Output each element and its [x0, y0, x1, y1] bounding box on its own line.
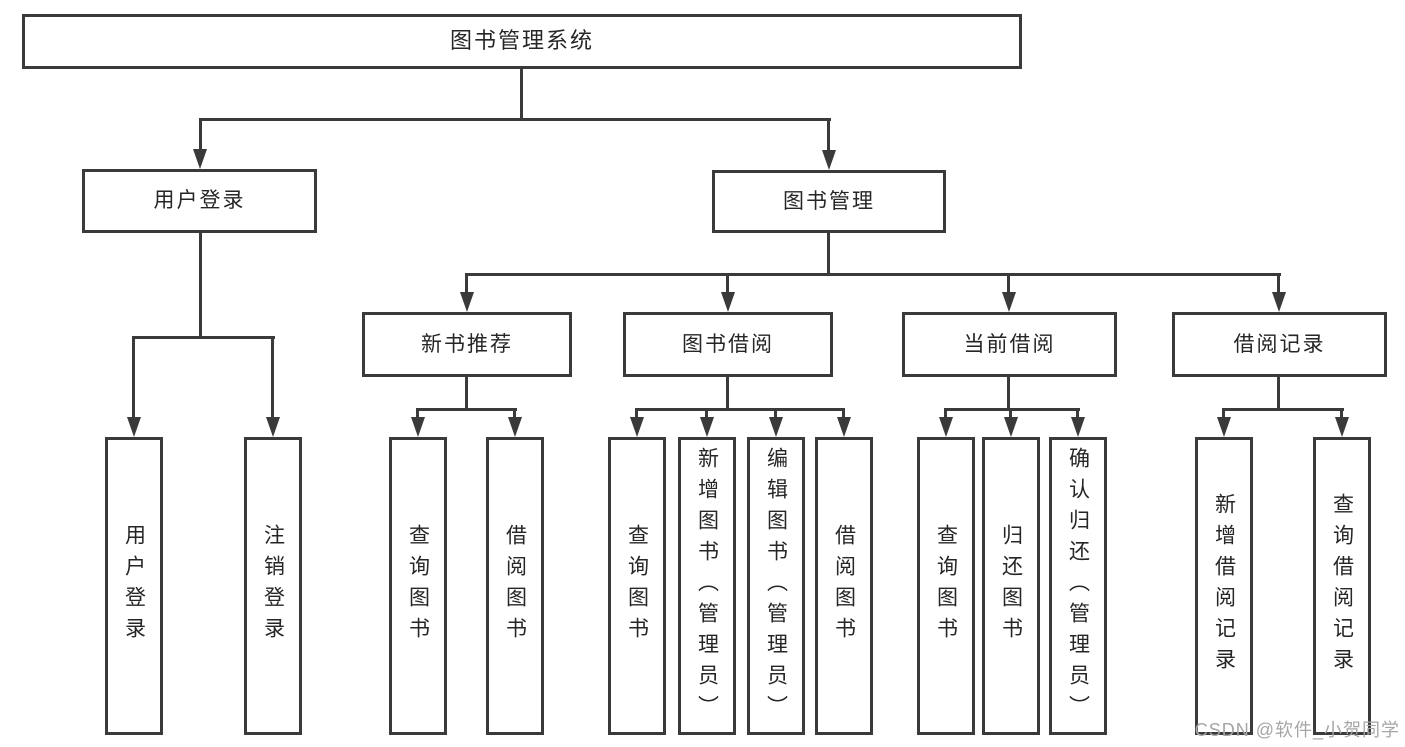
node-label: 编辑图书（管理员） [764, 446, 788, 726]
connector-vline [827, 121, 830, 150]
connector-vline [1340, 411, 1343, 417]
arrowhead-down-icon [1002, 292, 1016, 312]
connector-vline [944, 411, 947, 417]
leaf-current-return-book: 归还图书 [982, 437, 1040, 735]
node-label: 注销登录 [261, 524, 285, 648]
leaf-borrow-query-book: 查询图书 [608, 437, 666, 735]
connector-hline [199, 118, 831, 121]
node-book-management: 图书管理 [712, 170, 946, 233]
arrowhead-down-icon [508, 417, 522, 437]
node-new-book-recommend: 新书推荐 [362, 312, 572, 377]
connector-hline [132, 336, 275, 339]
arrowhead-down-icon [721, 292, 735, 312]
connector-vline [513, 411, 516, 417]
node-label: 借阅图书 [503, 524, 527, 648]
arrowhead-down-icon [939, 417, 953, 437]
connector-vline [199, 121, 202, 149]
leaf-borrow-edit-book-admin: 编辑图书（管理员） [747, 437, 805, 735]
arrowhead-down-icon [822, 150, 836, 170]
leaf-borrow-borrow-book: 借阅图书 [815, 437, 873, 735]
watermark: CSDN @软件_小贺同学 [1194, 720, 1400, 740]
node-label: 图书管理系统 [449, 28, 594, 54]
arrowhead-down-icon [411, 417, 425, 437]
connector-vline [774, 411, 777, 417]
connector-vline [842, 411, 845, 417]
node-borrow-records: 借阅记录 [1172, 312, 1387, 377]
node-label: 查询图书 [406, 524, 430, 648]
node-label: 归还图书 [999, 524, 1023, 648]
node-label: 借阅记录 [1233, 332, 1326, 356]
arrowhead-down-icon [1004, 417, 1018, 437]
node-label: 用户登录 [122, 524, 146, 648]
arrowhead-down-icon [1217, 417, 1231, 437]
connector-vline [726, 276, 729, 292]
node-current-borrow: 当前借阅 [902, 312, 1117, 377]
connector-vline [1076, 411, 1079, 417]
connector-hline [416, 408, 517, 411]
connector-vline [271, 339, 274, 417]
leaf-logout: 注销登录 [244, 437, 302, 735]
arrowhead-down-icon [837, 417, 851, 437]
node-user-login: 用户登录 [82, 169, 317, 233]
connector-hline [635, 408, 845, 411]
arrowhead-down-icon [1272, 292, 1286, 312]
connector-vline [1009, 411, 1012, 417]
connector-vline [726, 377, 729, 408]
connector-hline [1222, 408, 1344, 411]
node-label: 新增借阅记录 [1212, 493, 1236, 679]
connector-vline [635, 411, 638, 417]
node-label: 新书推荐 [421, 332, 513, 356]
connector-vline [199, 233, 202, 336]
node-label: 新增图书（管理员） [695, 446, 719, 726]
arrowhead-down-icon [769, 417, 783, 437]
connector-vline [1277, 276, 1280, 292]
connector-vline [465, 377, 468, 408]
connector-vline [132, 339, 135, 417]
node-label: 借阅图书 [832, 524, 856, 648]
connector-vline [1007, 377, 1010, 408]
arrowhead-down-icon [700, 417, 714, 437]
arrowhead-down-icon [1071, 417, 1085, 437]
arrowhead-down-icon [266, 417, 280, 437]
node-label: 查询借阅记录 [1330, 493, 1354, 679]
node-label: 确认归还（管理员） [1066, 446, 1090, 726]
connector-hline [944, 408, 1080, 411]
connector-vline [520, 69, 523, 118]
connector-vline [416, 411, 419, 417]
leaf-current-query-book: 查询图书 [917, 437, 975, 735]
node-label: 查询图书 [625, 524, 649, 648]
node-label: 查询图书 [934, 524, 958, 648]
leaf-recommend-query-book: 查询图书 [389, 437, 447, 735]
node-label: 用户登录 [153, 189, 246, 213]
leaf-records-add-record: 新增借阅记录 [1195, 437, 1253, 735]
node-label: 图书管理 [783, 189, 875, 213]
node-root: 图书管理系统 [22, 14, 1022, 69]
connector-vline [1222, 411, 1225, 417]
node-label: 图书借阅 [682, 332, 774, 356]
arrowhead-down-icon [193, 149, 207, 169]
leaf-records-query-record: 查询借阅记录 [1313, 437, 1371, 735]
leaf-current-confirm-return-admin: 确认归还（管理员） [1049, 437, 1107, 735]
connector-vline [1277, 377, 1280, 408]
leaf-recommend-borrow-book: 借阅图书 [486, 437, 544, 735]
connector-vline [465, 276, 468, 292]
leaf-borrow-add-book-admin: 新增图书（管理员） [678, 437, 736, 735]
arrowhead-down-icon [127, 417, 141, 437]
arrowhead-down-icon [460, 292, 474, 312]
connector-hline [465, 273, 1281, 276]
connector-vline [1007, 276, 1010, 292]
arrowhead-down-icon [630, 417, 644, 437]
leaf-user-login: 用户登录 [105, 437, 163, 735]
connector-vline [827, 233, 830, 273]
arrowhead-down-icon [1335, 417, 1349, 437]
node-book-borrow: 图书借阅 [623, 312, 833, 377]
node-label: 当前借阅 [963, 332, 1056, 356]
connector-vline [705, 411, 708, 417]
